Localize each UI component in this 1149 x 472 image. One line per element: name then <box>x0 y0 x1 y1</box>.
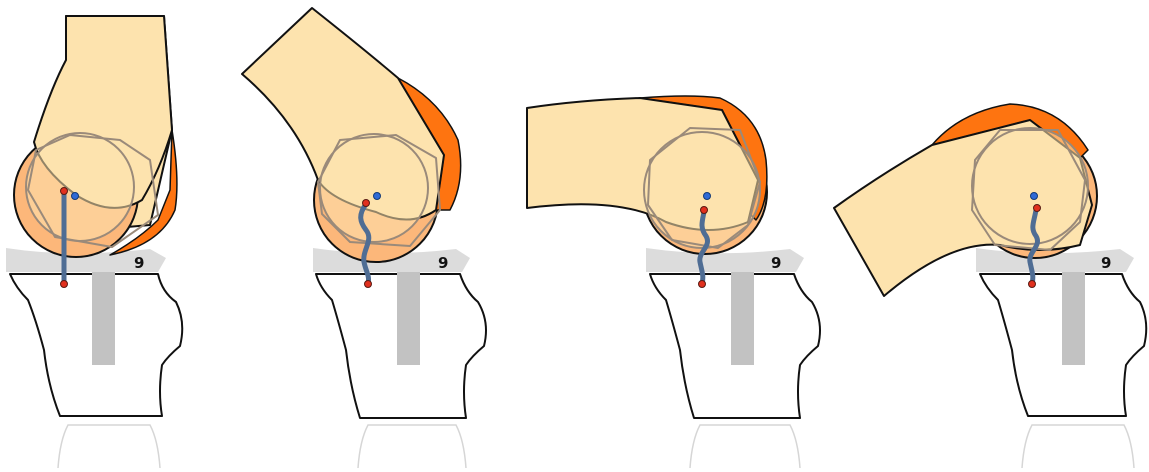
panel-1-center-point <box>72 193 79 200</box>
panel-1-reflection <box>58 425 160 468</box>
panel-4-stem <box>1062 272 1085 365</box>
panel-2-stem <box>397 272 420 365</box>
panel-4-label: 9 <box>1101 254 1111 272</box>
panel-2-reflection <box>358 425 466 468</box>
panel-1-circle-guide <box>26 133 134 241</box>
panel-3-stem <box>731 272 754 365</box>
panel-3-tibial-attachment <box>699 281 706 288</box>
panel-2-tibial-attachment <box>365 281 372 288</box>
panel-1-stem <box>92 272 115 365</box>
panel-4-center-point <box>1031 193 1038 200</box>
panel-2-femoral-attachment <box>363 200 370 207</box>
panel-3-center-point <box>704 193 711 200</box>
panel-1-tibial-attachment <box>61 281 68 288</box>
panel-4: 9 <box>834 104 1146 468</box>
panel-3-label: 9 <box>771 254 781 272</box>
panel-1-femoral-attachment <box>61 188 68 195</box>
panel-4-circle-guide <box>972 128 1088 244</box>
panel-2-circle-guide <box>320 134 428 242</box>
panel-2-label: 9 <box>438 254 448 272</box>
panel-3-femoral-attachment <box>701 207 708 214</box>
panel-2: 9 <box>242 8 486 468</box>
panel-4-femoral-attachment <box>1034 205 1041 212</box>
panel-1-label: 9 <box>134 254 144 272</box>
panel-4-tibial-attachment <box>1029 281 1036 288</box>
panel-2-center-point <box>374 193 381 200</box>
panel-1: 9 <box>6 16 182 468</box>
panel-3: 9 <box>527 96 820 468</box>
panel-4-reflection <box>1022 425 1134 468</box>
panel-3-reflection <box>690 425 800 468</box>
